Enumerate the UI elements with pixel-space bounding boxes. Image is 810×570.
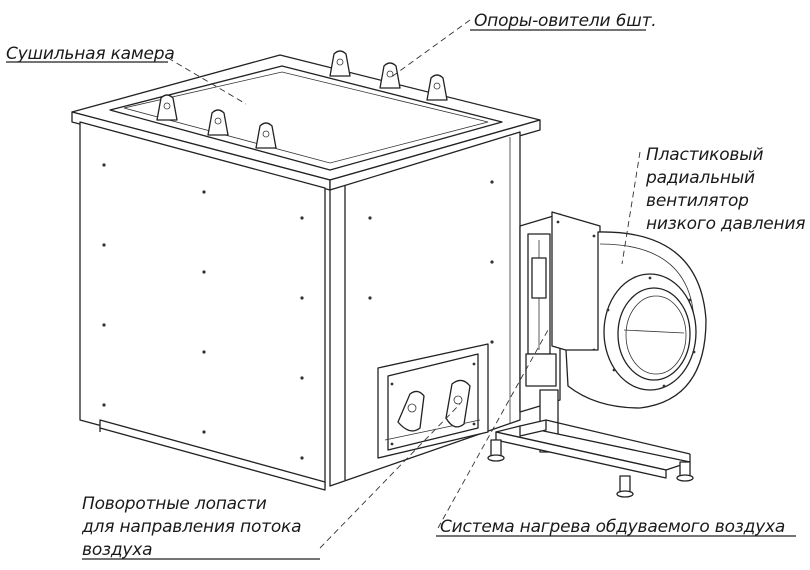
support-4 (329, 50, 351, 77)
labels: Сушильная камера Опоры-овители 6шт. Плас… (6, 11, 806, 560)
label-supports: Опоры-овители 6шт. (474, 11, 656, 31)
leader-lines (167, 19, 641, 549)
label-blades-line-1: Поворотные лопасти (82, 494, 267, 514)
foot-1 (487, 439, 505, 462)
support-5 (379, 62, 401, 89)
label-blades-line-3: воздуха (82, 540, 152, 560)
blade-left (397, 390, 425, 432)
rivets-left-wall (102, 163, 304, 460)
label-fan-line-1: Пластиковый (646, 145, 763, 165)
support-3 (255, 122, 277, 149)
label-heating: Система нагрева обдуваемого воздуха (440, 517, 785, 537)
support-1 (156, 94, 178, 121)
support-2 (207, 109, 229, 136)
label-fan-line-4: низкого давления (646, 214, 805, 234)
foot-3 (676, 461, 694, 482)
blade-right (445, 379, 471, 428)
base-frame (487, 419, 694, 498)
rotary-blades-panel (377, 343, 489, 459)
label-fan-line-2: радиальный (645, 168, 755, 188)
rivets-right-wall (368, 180, 494, 344)
label-fan-line-3: вентилятор (646, 191, 749, 211)
supports-group (156, 50, 448, 149)
label-drying-chamber: Сушильная камера (6, 44, 175, 64)
foot-2 (616, 475, 634, 498)
heater-assembly (519, 211, 601, 453)
label-blades-line-2: для направления потока (81, 517, 301, 537)
fan (565, 231, 707, 409)
support-6 (426, 74, 448, 101)
